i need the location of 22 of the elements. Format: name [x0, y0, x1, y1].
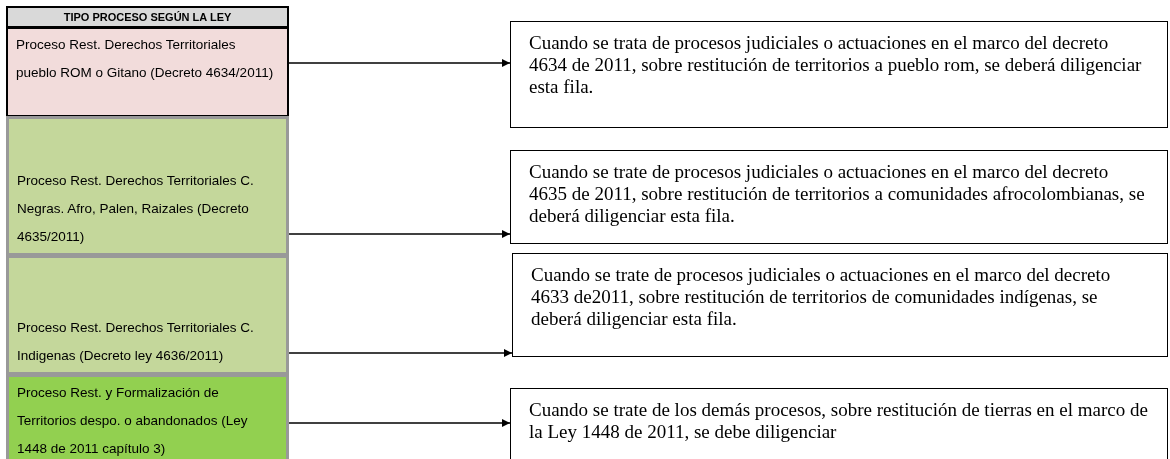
process-cell	[6, 116, 289, 256]
note-box	[510, 388, 1168, 459]
process-label: Proceso Rest. Derechos Territoriales C. Negras. Afro, Palen, Raizales (Decreto 4635/2011)	[17, 172, 255, 246]
arrow	[288, 349, 513, 357]
note-box	[510, 150, 1168, 244]
process-cell	[6, 374, 289, 459]
process-label: Proceso Rest. Derechos Territoriales C. Indigenas (Decreto ley 4636/2011)	[17, 319, 255, 365]
process-cell	[6, 255, 289, 375]
arrow	[288, 419, 511, 427]
column-header: TIPO PROCESO SEGÚN LA LEY	[62, 10, 233, 25]
arrow	[288, 230, 511, 238]
note-box	[512, 253, 1168, 357]
process-label: Proceso Rest. Derechos Territoriales pueblo ROM o Gitano (Decreto 4634/2011)	[16, 36, 275, 82]
header-cell	[6, 6, 289, 28]
process-label: Proceso Rest. y Formalización de Territorios despo. o abandonados (Ley 1448 de 2011 capítulo 3)	[17, 384, 249, 458]
note-text: Cuando se trate de procesos judiciales o actuaciones en el marco del decreto 4635 de 2011, sobre restitución de territorios a comunidades afrocolombianas, se deberá diligenciar esta fila.	[529, 161, 1146, 227]
note-text: Cuando se trata de procesos judiciales o actuaciones en el marco del decreto 4634 de 2011, sobre restitución de territorios a pueblo rom, se deberá diligenciar esta fila.	[529, 32, 1143, 98]
note-text: Cuando se trate de procesos judiciales o actuaciones en el marco del decreto 4633 de2011, sobre restitución de territorios de comunidades indígenas, se deberá diligenciar esta fila.	[531, 264, 1112, 330]
process-cell	[6, 27, 289, 117]
note-text: Cuando se trate de los demás procesos, sobre restitución de tierras en el marco de la Ley 1448 de 2011, se debe diligenciar	[529, 399, 1149, 443]
note-box	[510, 21, 1168, 128]
arrow	[288, 59, 511, 67]
